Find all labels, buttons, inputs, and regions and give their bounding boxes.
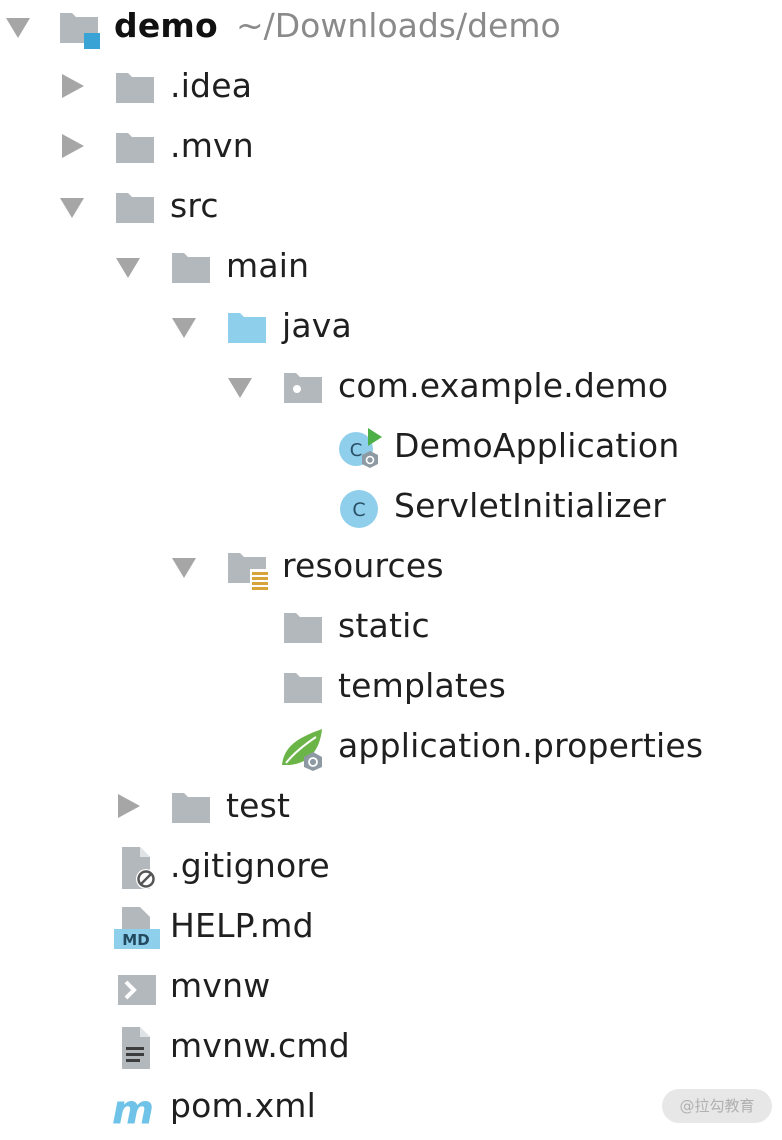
spring-boot-class-icon: C xyxy=(339,428,382,468)
tree-row-help-md[interactable]: MD HELP.md xyxy=(0,900,782,960)
expand-arrow-icon[interactable] xyxy=(226,372,254,400)
tree-row-demo[interactable]: demo ~/Downloads/demo xyxy=(0,0,782,60)
expand-arrow-icon[interactable] xyxy=(170,312,198,340)
expand-arrow-icon[interactable] xyxy=(58,192,86,220)
tree-row-mvn[interactable]: .mvn xyxy=(0,120,782,180)
text-file-icon xyxy=(122,1027,150,1069)
expand-arrow-icon[interactable] xyxy=(4,12,32,40)
collapse-arrow-icon[interactable] xyxy=(114,792,142,820)
item-label: test xyxy=(226,786,291,825)
tree-row-main[interactable]: main xyxy=(0,240,782,300)
item-label: pom.xml xyxy=(170,1086,317,1125)
tree-row-templates[interactable]: templates xyxy=(0,660,782,720)
svg-text:m: m xyxy=(112,1086,154,1131)
project-path: ~/Downloads/demo xyxy=(236,6,561,45)
svg-text:MD: MD xyxy=(122,931,149,949)
item-label: java xyxy=(282,306,352,345)
project-name: demo xyxy=(114,6,218,45)
item-label: mvnw xyxy=(170,966,271,1005)
item-label: DemoApplication xyxy=(394,426,680,465)
folder-icon xyxy=(116,133,154,163)
module-folder-icon xyxy=(60,13,100,49)
expand-arrow-icon[interactable] xyxy=(114,252,142,280)
expand-arrow-icon[interactable] xyxy=(170,552,198,580)
folder-icon xyxy=(284,673,322,703)
watermark: @拉勾教育 xyxy=(662,1089,772,1123)
tree-row-src[interactable]: src xyxy=(0,180,782,240)
tree-row-pom-xml[interactable]: m pom.xml xyxy=(0,1080,782,1140)
item-label: src xyxy=(170,186,219,225)
folder-icon xyxy=(116,193,154,223)
item-label: com.example.demo xyxy=(338,366,669,405)
ignore-file-icon xyxy=(122,847,156,889)
collapse-arrow-icon[interactable] xyxy=(58,132,86,160)
markdown-file-icon: MD xyxy=(114,907,160,949)
item-label: static xyxy=(338,606,430,645)
package-icon xyxy=(284,373,322,403)
tree-row-resources[interactable]: resources xyxy=(0,540,782,600)
svg-text:C: C xyxy=(350,440,363,461)
item-label: HELP.md xyxy=(170,906,314,945)
svg-text:C: C xyxy=(352,499,365,521)
folder-icon xyxy=(284,613,322,643)
item-label: application.properties xyxy=(338,726,704,765)
shell-script-icon xyxy=(118,975,156,1005)
tree-row-demo-application[interactable]: C DemoApplication xyxy=(0,420,782,480)
item-label: resources xyxy=(282,546,444,585)
spring-leaf-icon xyxy=(282,729,322,771)
item-label: .gitignore xyxy=(170,846,330,885)
tree-row-servlet-initializer[interactable]: C ServletInitializer xyxy=(0,480,782,540)
folder-icon xyxy=(116,73,154,103)
source-folder-icon xyxy=(228,313,266,343)
collapse-arrow-icon[interactable] xyxy=(58,72,86,100)
tree-row-static[interactable]: static xyxy=(0,600,782,660)
tree-row-package[interactable]: com.example.demo xyxy=(0,360,782,420)
folder-icon xyxy=(172,253,210,283)
java-class-icon: C xyxy=(340,490,378,528)
item-label: .mvn xyxy=(170,126,254,165)
tree-row-idea[interactable]: .idea xyxy=(0,60,782,120)
tree-row-gitignore[interactable]: .gitignore xyxy=(0,840,782,900)
tree-row-mvnw[interactable]: mvnw xyxy=(0,960,782,1020)
item-label: ServletInitializer xyxy=(394,486,667,525)
tree-row-mvnw-cmd[interactable]: mvnw.cmd xyxy=(0,1020,782,1080)
resources-folder-icon xyxy=(228,553,270,591)
item-label: main xyxy=(226,246,310,285)
tree-row-test[interactable]: test xyxy=(0,780,782,840)
tree-row-java[interactable]: java xyxy=(0,300,782,360)
item-label: .idea xyxy=(170,66,253,105)
folder-icon xyxy=(172,793,210,823)
maven-icon: m xyxy=(112,1086,154,1131)
item-label: mvnw.cmd xyxy=(170,1026,350,1065)
tree-row-application-properties[interactable]: application.properties xyxy=(0,720,782,780)
item-label: templates xyxy=(338,666,506,705)
